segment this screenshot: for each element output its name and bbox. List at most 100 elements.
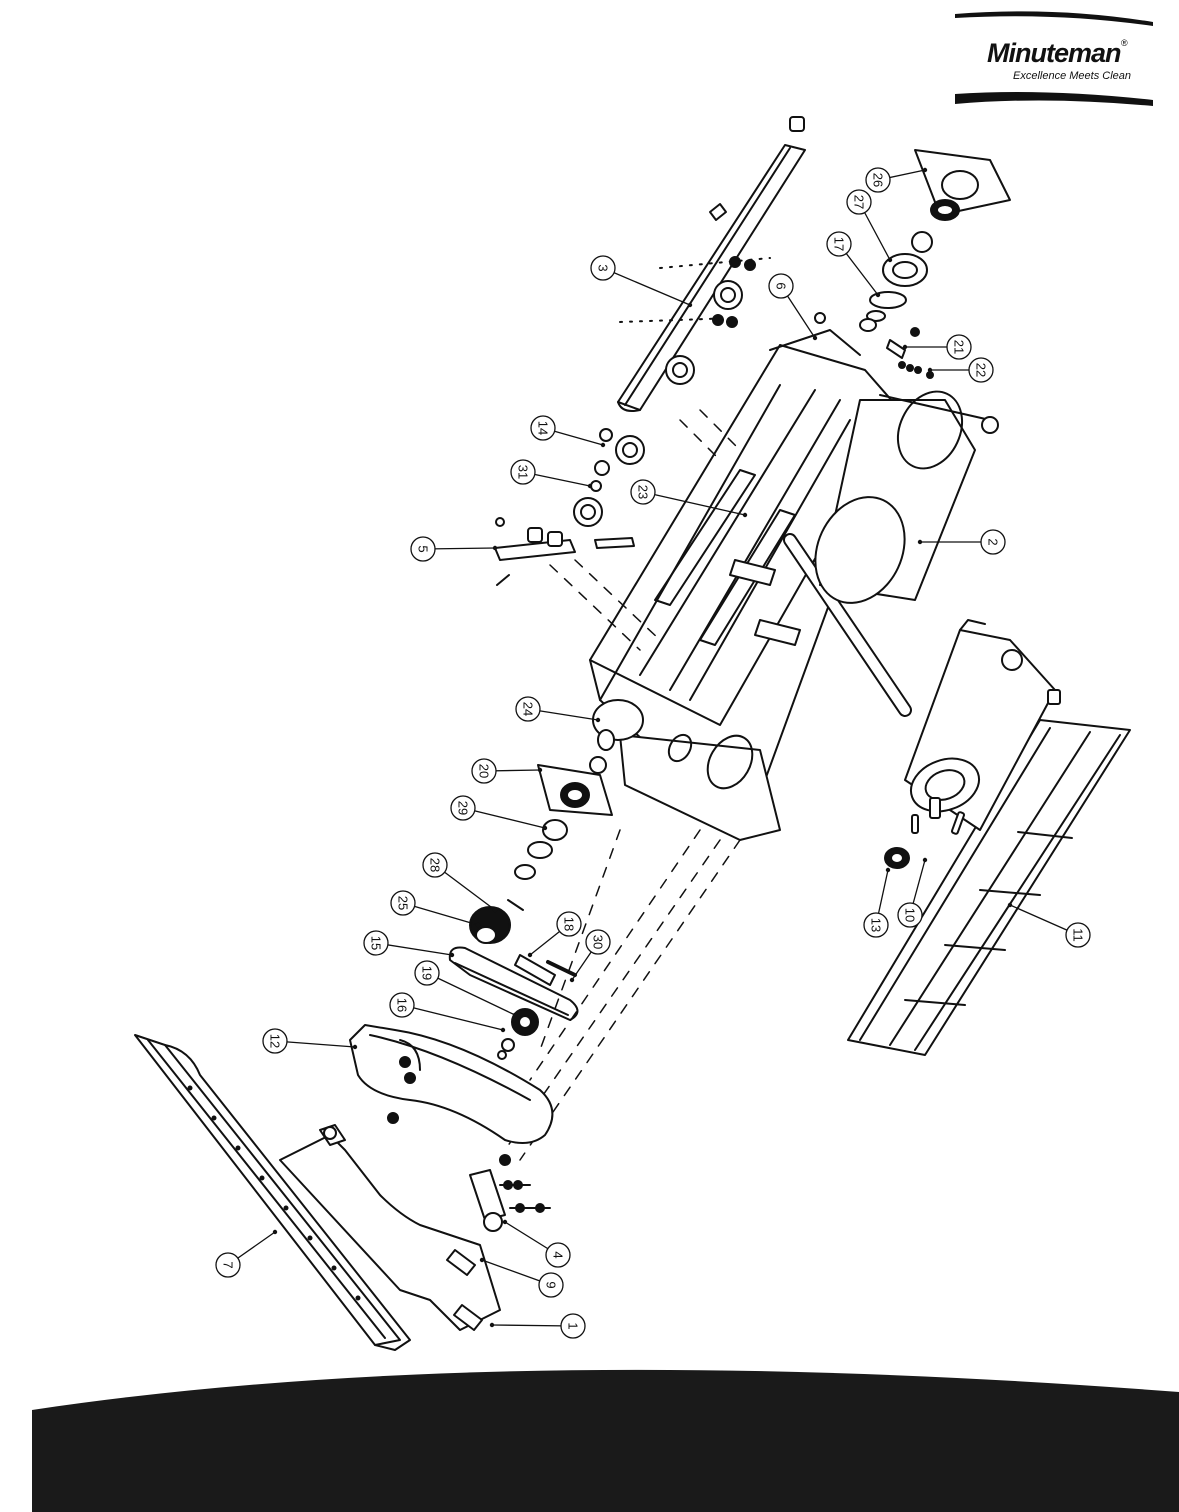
callout-pointer <box>600 442 606 448</box>
callout-bubble <box>545 1242 571 1268</box>
callout-pointer <box>500 1027 506 1033</box>
callout-pointer <box>449 952 455 958</box>
callout-bubble <box>538 1272 564 1298</box>
callout-number: 4 <box>551 1251 566 1258</box>
callout-bubble <box>846 189 872 215</box>
callout-bubble <box>980 529 1006 555</box>
part-2-cylinder <box>814 390 999 604</box>
callout-pointer <box>492 545 498 551</box>
callout-24: 24 <box>515 696 601 723</box>
callout-pointer <box>272 1229 278 1235</box>
callout-18: 18 <box>527 911 582 958</box>
callout-number: 14 <box>536 421 551 435</box>
callout-number: 18 <box>562 917 577 931</box>
callout-bubble <box>262 1028 288 1054</box>
callout-bubble <box>863 912 889 938</box>
brand-logo: Minuteman ® Excellence Meets Clean <box>955 8 1155 108</box>
callout-leader-line <box>375 942 453 956</box>
callout-pointer <box>527 952 533 958</box>
callout-number: 26 <box>871 173 886 187</box>
callout-pointer <box>595 717 601 723</box>
callout-7: 7 <box>215 1229 278 1278</box>
callout-4: 4 <box>502 1219 571 1268</box>
callout-layer: 1234567910111213141516171819202122232425… <box>215 167 1091 1339</box>
callout-27: 27 <box>846 189 893 263</box>
callout-20: 20 <box>471 758 543 784</box>
callout-pointer <box>812 335 818 341</box>
callout-pointer <box>502 1219 508 1225</box>
callout-bubble <box>471 758 497 784</box>
callout-11: 11 <box>1007 902 1091 948</box>
callout-pointer <box>742 512 748 518</box>
callout-bubble <box>946 334 972 360</box>
callout-number: 10 <box>903 908 918 922</box>
callout-number: 9 <box>544 1281 559 1288</box>
callout-number: 13 <box>869 918 884 932</box>
callout-pointer <box>475 922 481 928</box>
callout-bubble <box>389 992 415 1018</box>
callout-pointer <box>479 1257 485 1263</box>
callout-leader-line <box>491 1324 574 1327</box>
callout-28: 28 <box>422 852 498 913</box>
callout-pointer <box>352 1044 358 1050</box>
callout-6: 6 <box>768 273 818 341</box>
shaft-end-stack <box>469 699 644 944</box>
callout-21: 21 <box>902 334 972 360</box>
callout-pointer <box>537 767 543 773</box>
callout-bubble <box>968 357 994 383</box>
callout-number: 31 <box>516 465 531 479</box>
callout-number: 21 <box>952 340 967 354</box>
callout-leader-line <box>462 807 546 829</box>
callout-number: 1 <box>566 1322 581 1329</box>
callout-bubble <box>215 1252 241 1278</box>
brand-name: Minuteman <box>987 38 1122 68</box>
callout-bubble <box>410 536 436 562</box>
callout-leader-line <box>642 491 746 516</box>
callout-pointer <box>489 1322 495 1328</box>
callout-number: 23 <box>636 485 651 499</box>
part-11-side-channel <box>847 719 1131 1056</box>
callout-number: 3 <box>596 264 611 271</box>
callout-number: 7 <box>221 1261 236 1268</box>
callout-number: 5 <box>416 545 431 552</box>
callout-30: 30 <box>569 929 611 983</box>
callout-pointer <box>922 167 928 173</box>
callout-bubble <box>560 1313 586 1339</box>
callout-number: 19 <box>420 966 435 980</box>
callout-number: 17 <box>832 237 847 251</box>
callout-pointer <box>569 977 575 983</box>
callout-bubble <box>897 902 923 928</box>
callout-9: 9 <box>479 1257 564 1298</box>
callout-bubble <box>414 960 440 986</box>
dashed-alignment-lines <box>504 409 741 1161</box>
callout-3: 3 <box>590 255 693 308</box>
callout-pointer <box>902 344 908 350</box>
callout-23: 23 <box>630 479 748 518</box>
callout-29: 29 <box>450 795 548 831</box>
callout-bubble <box>630 479 656 505</box>
callout-pointer <box>922 857 928 863</box>
brand-tagline: Excellence Meets Clean <box>1013 70 1132 82</box>
callout-number: 28 <box>428 858 443 872</box>
callout-leader-line <box>401 1004 504 1031</box>
part-5-pin-bracket <box>494 517 635 586</box>
callout-bubble <box>450 795 476 821</box>
callout-pointer <box>885 867 891 873</box>
callout-19: 19 <box>414 960 518 1018</box>
callout-pointer <box>917 539 923 545</box>
callout-leader-line <box>426 972 516 1016</box>
callout-number: 15 <box>369 936 384 950</box>
callout-bubble <box>422 852 448 878</box>
callout-number: 22 <box>974 363 989 377</box>
callout-number: 30 <box>591 935 606 949</box>
callout-pointer <box>887 257 893 263</box>
callout-bubble <box>1065 922 1091 948</box>
callout-12: 12 <box>262 1028 358 1054</box>
callout-number: 27 <box>852 195 867 209</box>
callout-pointer <box>1007 902 1013 908</box>
callout-bubble <box>585 929 611 955</box>
part-26-27-bearing-stack <box>859 149 1011 332</box>
callout-number: 11 <box>1071 928 1086 942</box>
